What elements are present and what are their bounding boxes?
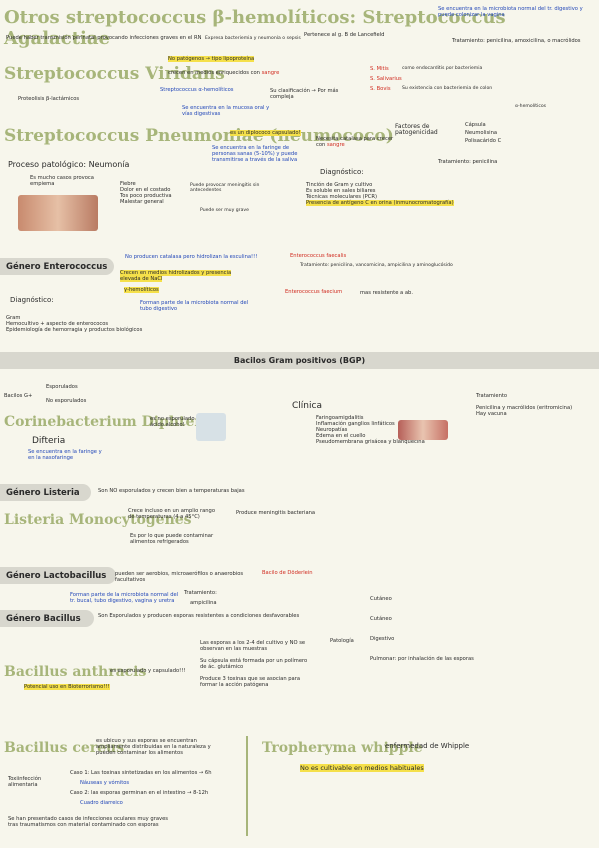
esporulados: Esporulados bbox=[46, 384, 78, 390]
capsula: Cápsula bbox=[465, 122, 486, 128]
crecen-nacl: Crecen en medios hidrolizados y presenci… bbox=[120, 270, 232, 282]
entero-diag-list: Gram Hemocultivo + aspecto de enterococo… bbox=[6, 315, 143, 333]
neumolisina: Neumolisina bbox=[465, 130, 498, 136]
bioterrorismo: Potencial uso en Bioterrorismo!!! bbox=[24, 684, 110, 690]
cereus-title: Bacillus cereus bbox=[4, 740, 125, 756]
anthracis-title: Bacillus anthracis bbox=[4, 664, 147, 680]
caso2: Caso 2: las esporas germinan en el intes… bbox=[70, 790, 209, 796]
listeria-mono-title: Listeria Monocytogenes bbox=[4, 512, 192, 528]
viridans-alfa: Streptococcus α-hemolíticos bbox=[160, 87, 234, 93]
pneumo-tratamiento: Tratamiento: penicilina bbox=[438, 159, 498, 165]
faecalis-note: Tratamiento: penicilina, vancomicina, am… bbox=[300, 263, 453, 268]
faecium-note: mas resistente a ab. bbox=[360, 290, 413, 296]
gamma-hemoliticos: γ-hemolíticos bbox=[124, 287, 159, 293]
pneumo-diagnostico: Diagnóstico: bbox=[320, 168, 364, 176]
otros-title: Otros streptococcus β-hemolíticos: Strep… bbox=[4, 7, 506, 49]
cereus-footer: Se han presentado casos de infecciones o… bbox=[8, 816, 168, 828]
diplococo-note: es un diplococo capsulado! bbox=[230, 130, 301, 136]
viridans-clasif: Su clasificación → Por más compleja bbox=[270, 88, 339, 100]
lung-image bbox=[18, 195, 98, 231]
viridans-no-pat: No patógenos → tipo lipoproteína bbox=[168, 56, 255, 62]
faecalis: Enterococcus faecalis bbox=[290, 253, 347, 259]
s-salivarius: S. Salivarius bbox=[370, 76, 402, 82]
viridans-mucosa: Se encuentra en la mucosa oral y vías di… bbox=[182, 105, 270, 117]
s-bovis: S. Bovis bbox=[370, 86, 391, 92]
lancefield-note: Pertenece al g. B de Lancefield bbox=[304, 32, 385, 38]
lacto-header: Género Lactobacillus bbox=[0, 567, 116, 584]
whipple-note: enfermedad de Whipple bbox=[385, 742, 470, 750]
cereus-note: es ubicuo y sus esporas se encuentran am… bbox=[96, 738, 211, 756]
whipple-title: Tropheryma whipple bbox=[262, 740, 423, 756]
pneumo-necesita: Necesita catalasa para crecer con sangre bbox=[316, 136, 394, 148]
throat-image bbox=[398, 420, 448, 440]
difteria-trat-list: Penicilina y macrólidos (eritromicina) H… bbox=[476, 405, 573, 417]
caso1-b: Náuseas y vómitos bbox=[80, 780, 130, 786]
pneumo-faringe: Se encuentra en la faringe de personas s… bbox=[212, 145, 298, 163]
listeria-header: Género Listeria bbox=[0, 484, 91, 501]
entero-diagnostico: Diagnóstico: bbox=[10, 296, 54, 304]
faecium: Enterococcus faecium bbox=[285, 289, 343, 295]
corine-note: es no esporulado y no ácido alcohol bbox=[150, 416, 208, 428]
bovis-note: Su existencia con bacteriemia de colon bbox=[402, 86, 493, 91]
s-mitis: S. Mitis bbox=[370, 66, 389, 72]
empiema-note: Es mucho casos provoca empiema bbox=[30, 175, 94, 187]
bacilos-g-label: Bacilos G+ bbox=[4, 393, 33, 399]
sintomas-list: Fiebre Dolor en el costado Tos poco prod… bbox=[120, 181, 172, 205]
perinatal-note: Puede haber transmisión perinatal provoc… bbox=[6, 35, 202, 41]
listeria-crece: Crece incluso en un amplio rango de temp… bbox=[128, 508, 216, 520]
lacto-tratamiento: Tratamiento: bbox=[184, 590, 217, 596]
toxiinfeccion: Toxiinfección alimentaria bbox=[8, 776, 42, 788]
perinatal-sub: Expresa bacteriemia y neumonía o sepsis bbox=[205, 36, 301, 41]
bgp-band: Bacilos Gram positivos (BGP) bbox=[0, 352, 599, 369]
no-catalasa: No producen catalasa pero hidrolizan la … bbox=[125, 254, 258, 260]
listeria-refrig: Es por lo que puede contaminar alimentos… bbox=[130, 533, 214, 545]
microscope-image bbox=[196, 413, 226, 441]
caso1: Caso 1: Las toxinas sintetizadas en los … bbox=[70, 770, 212, 776]
proceso-patologico: Proceso patológico: Neumonía bbox=[8, 160, 130, 169]
patologia-list: Cutáneo Cutáneo Digestivo Pulmonar: por … bbox=[370, 596, 474, 662]
lacto-forman: Forman parte de la microbiota normal del… bbox=[70, 592, 179, 604]
bacillus-note: Son Esporulados y producen esporas resis… bbox=[98, 613, 300, 619]
meningitis-note: Puede provocar meningitis sin antecedent… bbox=[190, 183, 260, 194]
microbiota-note: Forman parte de la microbiota normal del… bbox=[140, 300, 249, 312]
viridans-crecen: crecen en medios enriquecidos con sangre bbox=[168, 70, 280, 76]
clinica-label: Clínica bbox=[292, 401, 322, 411]
listeria-meningitis: Produce meningitis bacteriana bbox=[236, 510, 316, 516]
whipple-no-cult: No es cultivable en medios habituales bbox=[300, 764, 424, 772]
patologia: Patología bbox=[330, 638, 354, 644]
factores-patogenicidad: Factores de patogenicidad bbox=[395, 123, 438, 136]
no-esporulados: No esporulados bbox=[46, 398, 87, 404]
bacillus-points: Las esporas a los 2-4 del cultivo y NO s… bbox=[200, 640, 308, 688]
polisacarido-c: Polisacárido C bbox=[465, 138, 502, 144]
lacto-ampicilina: ampicilina bbox=[190, 600, 217, 606]
alfa-hemoliticos: α-hemolíticos bbox=[515, 104, 547, 109]
enterococcus-header: Género Enterococcus bbox=[0, 258, 114, 275]
difteria-tratamiento: Tratamiento bbox=[476, 393, 508, 399]
muy-grave: Puede ser muy grave bbox=[200, 208, 249, 213]
agalactiae-note: Se encuentra en la microbiota normal del… bbox=[438, 6, 583, 18]
clinica-list: Faringoamigdalitis Inflamación ganglios … bbox=[316, 415, 425, 445]
lacto-note: pueden ser aerobios, microaerófilos o an… bbox=[115, 571, 244, 583]
caso2-b: Cuadro diarreico bbox=[80, 800, 123, 806]
corine-title: Corinebacterium Diphteriae bbox=[4, 414, 226, 430]
agal-treatment: Tratamiento: penicilina, amoxicilina, o … bbox=[452, 38, 581, 44]
viridans-proteolis: Proteolisis β-lactámicos bbox=[18, 96, 80, 102]
difteria-label: Difteria bbox=[32, 436, 66, 446]
mitis-note: como endocarditis por bacteriemia bbox=[402, 66, 483, 71]
anthracis-note: es esporulado y capsulado!!! bbox=[110, 668, 186, 674]
viridans-title: Streptococcus Viridans bbox=[4, 64, 225, 84]
bacillus-header: Género Bacillus bbox=[0, 610, 94, 627]
difteria-note: Se encuentra en la faringe y en la nasof… bbox=[28, 449, 102, 461]
listeria-note: Son NO esporulados y crecen bien a tempe… bbox=[98, 488, 245, 494]
doderlein: Bacilo de Döderlein bbox=[262, 570, 313, 576]
whipple-divider bbox=[246, 736, 248, 836]
pneumo-diag-list: Tinción de Gram y cultivo Es soluble en … bbox=[306, 182, 454, 206]
